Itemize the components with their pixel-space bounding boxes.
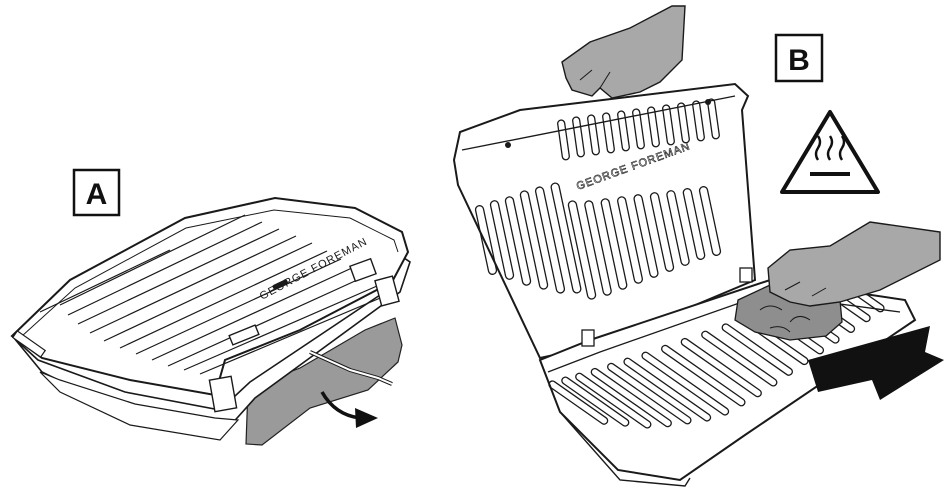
label-b: B	[788, 44, 810, 77]
panel-b: B	[454, 6, 944, 486]
hand-wiping-b	[768, 222, 940, 306]
label-a: A	[86, 178, 108, 211]
label-box-b: B	[776, 35, 822, 81]
hand-top-b	[562, 6, 685, 98]
panel-a: A GEORGE FOREMAN	[12, 170, 410, 445]
hot-surface-warning-icon	[782, 112, 878, 192]
label-box-a: A	[74, 170, 119, 215]
